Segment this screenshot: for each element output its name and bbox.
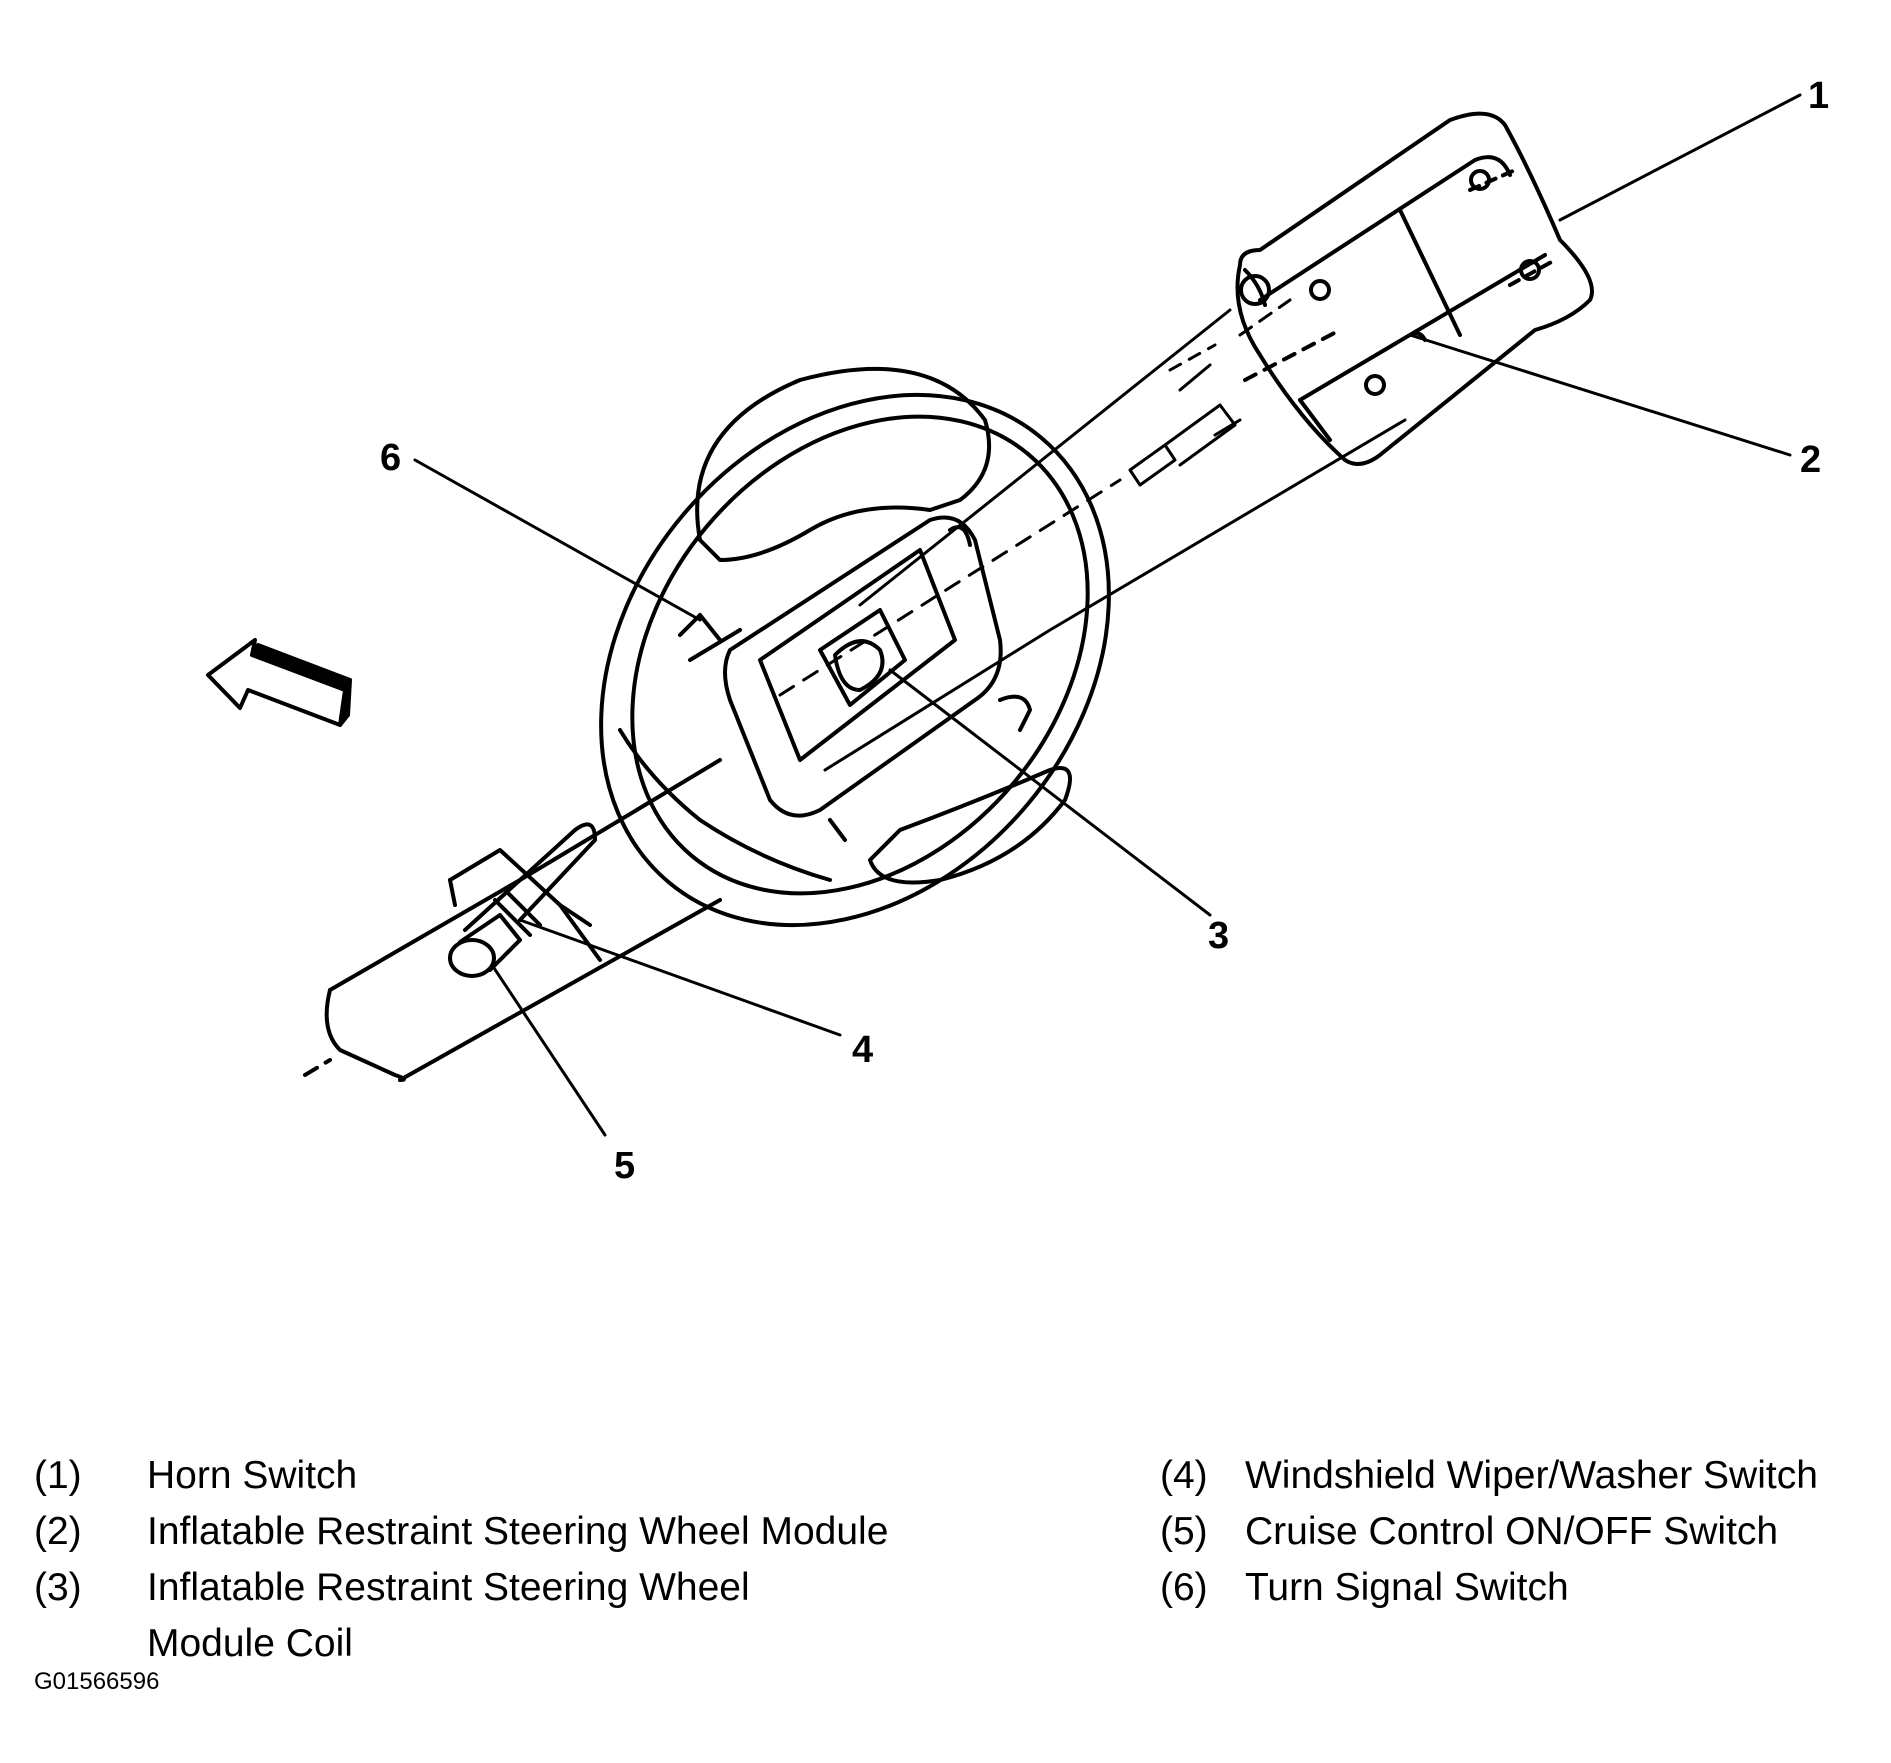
leader-3 xyxy=(888,668,1212,917)
legend-label: Inflatable Restraint Steering Wheel Modu… xyxy=(147,1510,889,1553)
figure-id: G01566596 xyxy=(34,1668,160,1695)
legend-item-4: (4) Windshield Wiper/Washer Switch xyxy=(1160,1448,1880,1504)
legend-item-5: (5) Cruise Control ON/OFF Switch xyxy=(1160,1504,1880,1560)
legend-right-column: (4) Windshield Wiper/Washer Switch (5) C… xyxy=(1160,1448,1880,1616)
steering-wheel xyxy=(599,366,1111,928)
callout-2: 2 xyxy=(1800,439,1821,481)
legend-label: Windshield Wiper/Washer Switch xyxy=(1245,1454,1818,1497)
legend-label: Turn Signal Switch xyxy=(1245,1566,1569,1609)
inflatable-restraint-module xyxy=(1235,111,1594,466)
leader-5 xyxy=(490,963,607,1137)
legend-label-line-2: Module Coil xyxy=(147,1622,353,1665)
callout-leader-lines xyxy=(413,93,1802,1137)
callout-3: 3 xyxy=(1208,915,1229,957)
leader-2 xyxy=(1408,333,1792,457)
legend-item-1: (1) Horn Switch xyxy=(34,1448,1034,1504)
legend-number: (1) xyxy=(34,1454,82,1497)
legend-number: (6) xyxy=(1160,1566,1208,1609)
legend-label: Cruise Control ON/OFF Switch xyxy=(1245,1510,1779,1553)
wiper-washer-switch-stalk xyxy=(448,822,597,978)
callout-5: 5 xyxy=(614,1145,635,1187)
legend-label: Inflatable Restraint Steering Wheel Modu… xyxy=(147,1560,1034,1672)
legend-number: (2) xyxy=(34,1510,82,1553)
exploded-assembly-lines xyxy=(778,298,1407,772)
forward-direction-arrow-icon xyxy=(206,638,352,727)
legend-number: (4) xyxy=(1160,1454,1208,1497)
legend-item-6: (6) Turn Signal Switch xyxy=(1160,1560,1880,1616)
legend-label: Horn Switch xyxy=(147,1454,358,1497)
legend-number: (3) xyxy=(34,1566,82,1609)
legend-label-line-1: Inflatable Restraint Steering Wheel xyxy=(147,1566,750,1609)
leader-1 xyxy=(1558,93,1802,222)
legend-item-2: (2) Inflatable Restraint Steering Wheel … xyxy=(34,1504,1034,1560)
leader-4 xyxy=(518,918,842,1037)
callout-6: 6 xyxy=(380,437,401,479)
steering-column-exploded-diagram: 1 2 3 4 5 6 xyxy=(206,75,1829,1187)
callout-4: 4 xyxy=(852,1029,873,1071)
legend-item-3: (3) Inflatable Restraint Steering Wheel … xyxy=(34,1560,1034,1672)
callout-1: 1 xyxy=(1808,75,1829,117)
leader-6 xyxy=(413,458,702,622)
legend-left-column: (1) Horn Switch (2) Inflatable Restraint… xyxy=(34,1448,1034,1672)
steering-column xyxy=(303,758,722,1082)
legend-number: (5) xyxy=(1160,1510,1208,1553)
